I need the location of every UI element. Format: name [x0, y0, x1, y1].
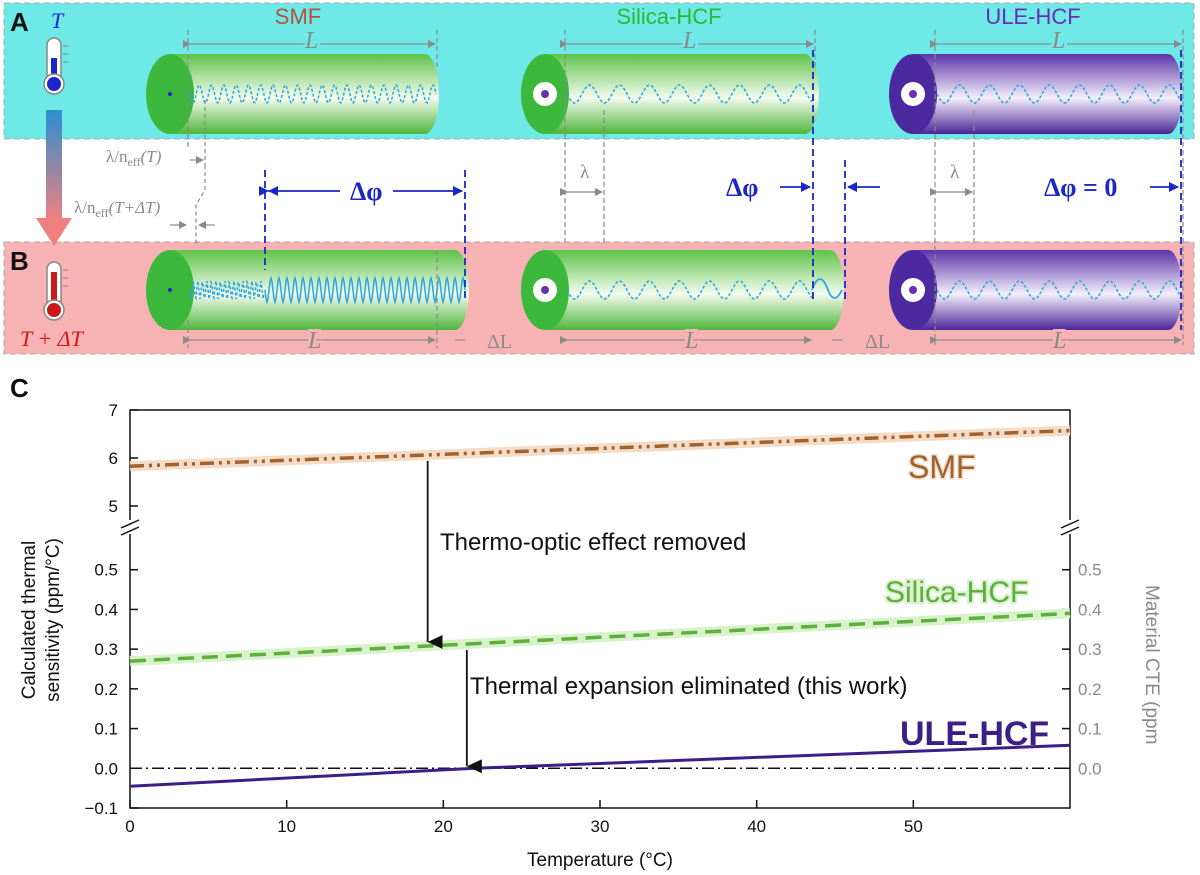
y-right-tick-label: 0.2 — [1078, 680, 1102, 699]
fiber-silica-cold — [521, 54, 819, 134]
panel-label-a: A — [10, 7, 29, 37]
y-ticks-upper: 5 6 7 — [109, 401, 138, 516]
y-tick-label: 0.5 — [94, 561, 118, 580]
fiber-silica-hot — [521, 250, 844, 330]
y-tick-label: 0.0 — [94, 759, 118, 778]
lambda-ule: λ — [950, 162, 960, 183]
dim-bottom-smf — [183, 250, 465, 348]
y-tick-label: 0.3 — [94, 640, 118, 659]
y-tick-label: 0.4 — [94, 600, 118, 619]
dim-top-ule-L: L — [1051, 28, 1065, 54]
y-right-tick-label: 0.0 — [1078, 759, 1102, 778]
lambda-marker-silica — [560, 110, 605, 245]
fiber-smf-hot — [146, 250, 469, 330]
dphi-smf — [259, 170, 466, 300]
dim-bottom-ule-L: L — [1052, 328, 1066, 354]
dim-top-silica — [560, 30, 816, 245]
x-tick-label: 30 — [591, 817, 610, 836]
axis-break-marks — [120, 519, 1080, 536]
series-label-smf: SMF — [908, 449, 976, 485]
series-label-ule: ULE-HCF — [900, 715, 1049, 753]
dphi-smf-label: Δφ — [350, 177, 383, 206]
dim-bottom-silica-dL: ΔL — [865, 331, 890, 353]
y-right-tick-label: 0.5 — [1078, 561, 1102, 580]
lambda-marker-smf — [170, 100, 215, 245]
fiber-ule-hot — [889, 250, 1182, 330]
y-tick-label: 0.2 — [94, 680, 118, 699]
y-right-tick-label: 0.3 — [1078, 640, 1102, 659]
thermometer-hot-icon — [43, 261, 68, 321]
thermo-bottom-label: T + ΔT — [20, 326, 85, 351]
panel-label-c: C — [10, 373, 29, 403]
fiber-name-silica-hcf: Silica-HCF — [616, 4, 721, 29]
chart-panel-c: 0 10 20 30 40 50 5 6 7 −0.1 0.0 0.1 0.2 0.3 0.4 0.5 0… — [19, 401, 1162, 871]
x-tick-label: 50 — [904, 817, 923, 836]
x-tick-label: 0 — [125, 817, 134, 836]
dphi-silica — [780, 50, 880, 300]
thermometer-cold-icon — [43, 37, 68, 95]
y-tick-label: 0.1 — [94, 720, 118, 739]
dim-top-ule — [930, 30, 1184, 345]
y-right-tick-label: 0.1 — [1078, 720, 1102, 739]
annotation-arrows — [426, 460, 482, 774]
dim-top-silica-L: L — [682, 28, 696, 54]
dim-top-smf-L: L — [304, 28, 318, 54]
series-label-silica: Silica-HCF — [885, 576, 1028, 609]
annotation-thermo-optic: Thermo-optic effect removed — [440, 529, 746, 556]
series-line-smf — [129, 428, 1071, 468]
thermo-top-label: T — [51, 8, 65, 33]
heating-arrow-head — [36, 218, 72, 246]
lambda-marker-ule — [930, 110, 975, 245]
annotation-thermal-expansion: Thermal expansion eliminated (this work) — [470, 673, 908, 700]
lambda-neff-TdT: λ/neff(T+ΔT) — [74, 198, 161, 220]
series-line-silica-hcf — [129, 611, 1071, 663]
dim-top-smf — [183, 30, 438, 150]
y-axis-title-right: Material CTE (ppm — [1141, 585, 1162, 744]
fiber-name-smf: SMF — [275, 4, 321, 29]
wave-smf-top — [189, 83, 437, 105]
y-ticks-lower: −0.1 0.0 0.1 0.2 0.3 0.4 0.5 — [84, 561, 138, 818]
y-right-tick-label: 0.4 — [1078, 600, 1102, 619]
lambda-neff-T: λ/neff(T) — [106, 147, 162, 169]
dim-bottom-smf-dL: ΔL — [487, 331, 512, 353]
fiber-smf-cold — [146, 54, 439, 134]
dphi-ule — [1150, 50, 1182, 330]
dphi-silica-label: Δφ — [726, 173, 759, 202]
y-tick-label: 5 — [109, 497, 118, 516]
wave-smf-bottom-extra — [264, 275, 466, 305]
y-tick-label: 6 — [109, 449, 118, 468]
x-ticks: 0 10 20 30 40 50 — [125, 800, 923, 836]
heating-arrow-shaft — [46, 110, 62, 220]
fiber-name-ule-hcf: ULE-HCF — [985, 4, 1080, 29]
y-tick-label: −0.1 — [84, 799, 118, 818]
x-axis-title: Temperature (°C) — [527, 850, 673, 871]
lambda-silica: λ — [580, 162, 590, 183]
dphi-ule-label: Δφ = 0 — [1044, 173, 1117, 202]
chart-series — [129, 425, 1071, 788]
y-tick-label: 7 — [109, 401, 118, 420]
dim-bottom-silica-L: L — [684, 328, 698, 354]
x-tick-label: 20 — [434, 817, 453, 836]
fiber-ule-cold — [889, 54, 1182, 134]
panel-label-b: B — [10, 246, 29, 276]
x-tick-label: 10 — [277, 817, 296, 836]
dim-bottom-smf-L: L — [307, 328, 321, 354]
x-tick-label: 40 — [747, 817, 766, 836]
wave-smf-bottom-dashed — [189, 279, 265, 301]
